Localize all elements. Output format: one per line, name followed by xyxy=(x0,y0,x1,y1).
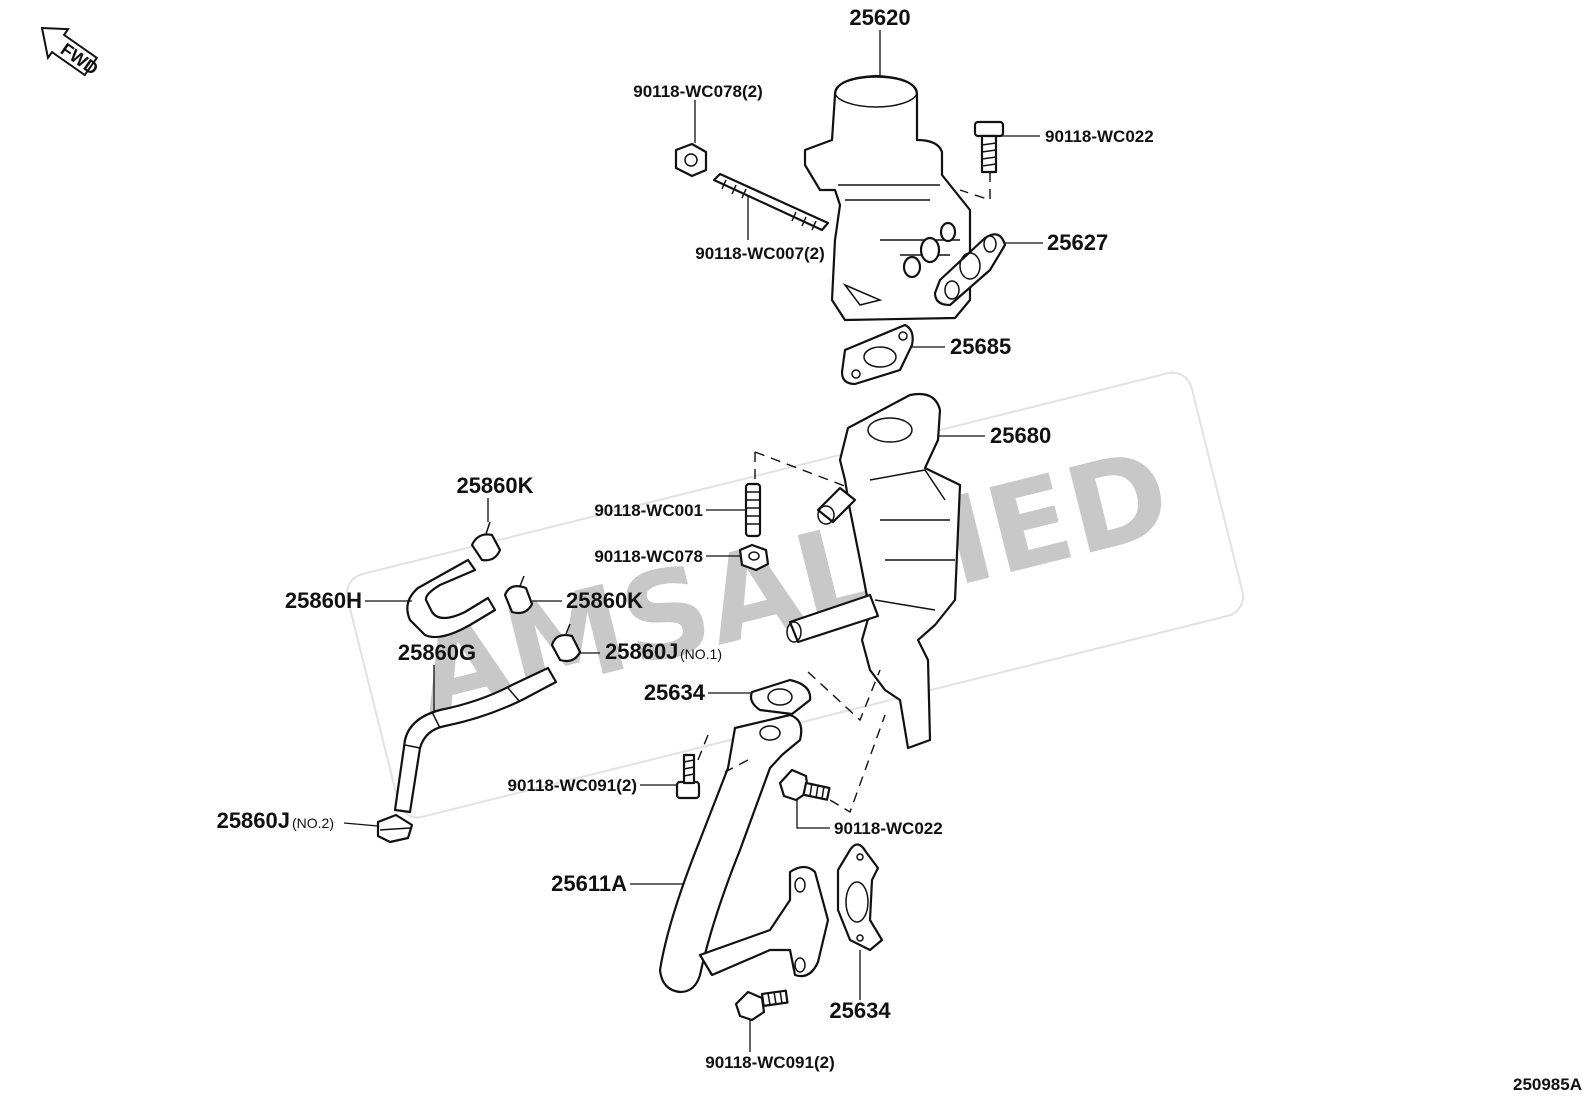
nut-mid[interactable] xyxy=(738,543,770,572)
bolt-wc022-bottom[interactable] xyxy=(778,768,831,802)
label-stud-wc007-2: 90118-WC007(2) xyxy=(695,244,824,263)
label-clamp-25860k-top: 25860K xyxy=(456,473,533,498)
stud-wc007[interactable] xyxy=(712,172,830,232)
label-clamp-25860j-no1-note: (NO.1) xyxy=(680,646,722,662)
label-egr-valve: 25620 xyxy=(849,5,910,30)
clamp-25860j-no1[interactable] xyxy=(550,623,582,663)
hose-25860g[interactable] xyxy=(393,666,558,814)
label-pipe-25680: 25680 xyxy=(990,423,1051,448)
fwd-arrow-icon: FWD xyxy=(40,26,102,79)
gasket-25627[interactable] xyxy=(933,233,1007,307)
clamp-25860j-no2[interactable] xyxy=(376,813,414,844)
label-bolt-wc022-top: 90118-WC022 xyxy=(1045,127,1154,146)
label-gasket-25634-bottom: 25634 xyxy=(829,998,891,1023)
label-gasket-25627: 25627 xyxy=(1047,230,1108,255)
gasket-25634-top[interactable] xyxy=(749,678,812,716)
label-clamp-25860j-no1: 25860J xyxy=(605,639,678,664)
stud-wc001[interactable] xyxy=(744,482,762,538)
label-gasket-25685: 25685 xyxy=(950,334,1011,359)
egr-pipe-25680[interactable] xyxy=(786,392,962,750)
label-clamp-25860k-mid: 25860K xyxy=(566,588,643,613)
label-pipe-25611a: 25611A xyxy=(551,871,627,896)
hose-25860h[interactable] xyxy=(406,558,497,639)
leader-lines xyxy=(343,30,1043,1052)
bolt-top[interactable] xyxy=(973,120,1005,174)
gasket-25685[interactable] xyxy=(840,323,914,386)
label-gasket-25634-top: 25634 xyxy=(644,680,706,705)
clamp-25860k-mid[interactable] xyxy=(503,575,534,615)
label-clamp-25860j-no2: 25860J xyxy=(217,808,290,833)
label-nut-wc078-2: 90118-WC078(2) xyxy=(633,82,762,101)
watermark: AMSALLIED xyxy=(345,371,1245,819)
label-hose-25860g: 25860G xyxy=(398,640,476,665)
gasket-25634-bottom[interactable] xyxy=(836,843,884,952)
nut-top[interactable] xyxy=(674,142,708,178)
label-bolt-wc091-left: 90118-WC091(2) xyxy=(508,776,637,795)
label-hose-25860h: 25860H xyxy=(285,588,362,613)
diagram-ref-code: 250985A xyxy=(1513,1075,1582,1094)
egr-valve[interactable] xyxy=(803,74,972,322)
bolt-wc091-left[interactable] xyxy=(675,753,701,800)
label-clamp-25860j-no2-note: (NO.2) xyxy=(292,815,334,831)
label-stud-wc001: 90118-WC001 xyxy=(594,501,703,520)
label-bolt-wc091-bottom: 90118-WC091(2) xyxy=(705,1053,834,1072)
label-nut-wc078: 90118-WC078 xyxy=(594,547,703,566)
pipe-25611a[interactable] xyxy=(658,713,830,994)
bolt-wc091-bottom[interactable] xyxy=(734,989,789,1022)
clamp-25860k-top[interactable] xyxy=(470,521,502,562)
label-bolt-wc022-bottom: 90118-WC022 xyxy=(834,819,943,838)
